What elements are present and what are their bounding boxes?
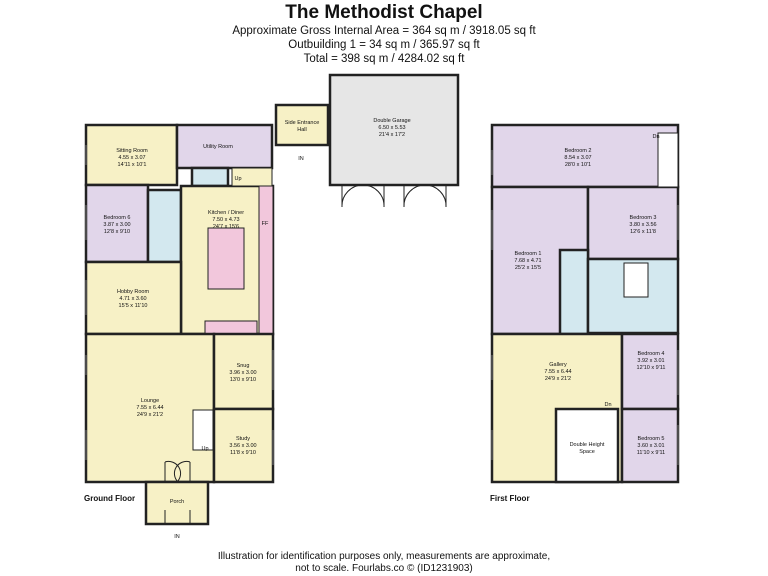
- lounge-label: Lounge: [141, 398, 159, 404]
- bedroom-2-metric: 8.54 x 3.07: [564, 155, 591, 161]
- ground-up-marker-1: Up: [234, 176, 241, 182]
- hobby-room-metric: 4.71 x 3.60: [119, 296, 146, 302]
- front-in-marker: IN: [174, 534, 180, 540]
- study-label: Study: [236, 436, 250, 442]
- kitchen-label: Kitchen / Diner: [208, 210, 244, 216]
- kitchen-counter: [204, 320, 258, 335]
- bedroom-3-imperial: 12'6 x 11'8: [630, 229, 656, 235]
- gross-area-text: Approximate Gross Internal Area = 364 sq…: [232, 25, 536, 37]
- plan-title: The Methodist Chapel: [285, 2, 483, 23]
- bedroom-4: [620, 332, 680, 411]
- hobby-room-label: Hobby Room: [117, 289, 150, 295]
- kitchen-imperial: 24'7 x 15'6: [213, 224, 239, 230]
- lounge-imperial: 24'9 x 21'2: [137, 412, 163, 418]
- utility-wc: [190, 166, 230, 188]
- sitting-room-metric: 4.55 x 3.07: [118, 155, 145, 161]
- outbuilding-area-text: Outbuilding 1 = 34 sq m / 365.97 sq ft: [288, 39, 480, 51]
- gallery-metric: 7.55 x 6.44: [544, 369, 571, 375]
- kitchen-metric: 7.50 x 4.73: [212, 217, 239, 223]
- bedroom-6-metric: 3.87 x 3.00: [103, 222, 130, 228]
- study-imperial: 11'8 x 9'10: [230, 450, 256, 456]
- utility-room: [175, 123, 274, 170]
- bedroom-6-ensuite: [146, 188, 183, 264]
- bedroom-5-metric: 3.60 x 3.01: [637, 443, 664, 449]
- bedroom-3-metric: 3.80 x 3.56: [629, 222, 656, 228]
- first-stairs: [657, 132, 679, 188]
- sitting-room-imperial: 14'11 x 10'1: [118, 162, 147, 168]
- bedroom-6-label: Bedroom 6: [104, 215, 131, 221]
- garage-metric: 6.50 x 5.53: [378, 125, 405, 131]
- snug-metric: 3.96 x 3.00: [229, 370, 256, 376]
- ground-floor-label: Ground Floor: [84, 494, 136, 503]
- bedroom-2-label: Bedroom 2: [565, 148, 592, 154]
- study-metric: 3.56 x 3.00: [229, 443, 256, 449]
- lounge-metric: 7.55 x 6.44: [136, 405, 163, 411]
- bedroom-4-label: Bedroom 4: [638, 351, 665, 357]
- ensuite-1: [558, 248, 590, 336]
- bedroom-4-metric: 3.92 x 3.01: [637, 358, 664, 364]
- bedroom-6: [84, 183, 150, 264]
- bedroom-5-label: Bedroom 5: [638, 436, 665, 442]
- bedroom-5: [620, 407, 680, 484]
- utility-room-label: Utility Room: [203, 144, 233, 150]
- lounge-stairs: [192, 409, 214, 451]
- bath-tub: [623, 262, 649, 298]
- ground-stairs-top: [231, 167, 273, 187]
- first-dn-marker-2: Dn: [652, 134, 659, 140]
- porch-label: Porch: [170, 499, 184, 505]
- garage-imperial: 21'4 x 17'2: [379, 132, 405, 138]
- bedroom-1-metric: 7.68 x 4.71: [514, 258, 541, 264]
- gallery-label: Gallery: [549, 362, 567, 368]
- first-floor-label: First Floor: [490, 494, 530, 503]
- hobby-room-imperial: 15'5 x 11'10: [119, 303, 148, 309]
- sitting-room-label: Sitting Room: [116, 148, 148, 154]
- kitchen-units: [258, 185, 274, 335]
- side-entrance-hall: [274, 103, 330, 147]
- double-height-space: [554, 407, 620, 484]
- gallery-imperial: 24'9 x 21'2: [545, 376, 571, 382]
- bedroom-1-label: Bedroom 1: [515, 251, 542, 257]
- bedroom-5-imperial: 11'10 x 9'11: [637, 450, 666, 456]
- double-garage: [328, 73, 460, 187]
- double-height-label: Double Height: [570, 442, 605, 448]
- bedroom-6-imperial: 12'8 x 9'10: [104, 229, 130, 235]
- bedroom-1-imperial: 25'2 x 15'5: [515, 265, 541, 271]
- bedroom-3-label: Bedroom 3: [630, 215, 657, 221]
- snug: [212, 332, 275, 411]
- bedroom-4-imperial: 12'10 x 9'11: [637, 365, 666, 371]
- side-in-marker: IN: [298, 156, 304, 162]
- disclaimer-line-1: Illustration for identification purposes…: [217, 551, 551, 562]
- snug-imperial: 13'0 x 9'10: [230, 377, 256, 383]
- snug-label: Snug: [237, 363, 250, 369]
- first-dn-marker-1: Dn: [604, 402, 611, 408]
- side-hall-label: Side Entrance: [285, 120, 320, 126]
- bedroom-2: [490, 123, 680, 189]
- lounge: [84, 332, 216, 484]
- garage-label: Double Garage: [373, 118, 410, 124]
- double-height-label-2: Space: [579, 449, 595, 455]
- kitchen-island: [207, 227, 245, 290]
- total-area-text: Total = 398 sq m / 4284.02 sq ft: [303, 53, 465, 65]
- fridge-freezer-marker: FF: [262, 221, 269, 227]
- bedroom-2-imperial: 28'0 x 10'1: [565, 162, 591, 168]
- ground-up-marker-2: Up: [201, 446, 208, 452]
- side-hall-label-2: Hall: [297, 127, 306, 133]
- disclaimer-line-2: not to scale. Fourlabs.co © (ID1231903): [295, 563, 473, 574]
